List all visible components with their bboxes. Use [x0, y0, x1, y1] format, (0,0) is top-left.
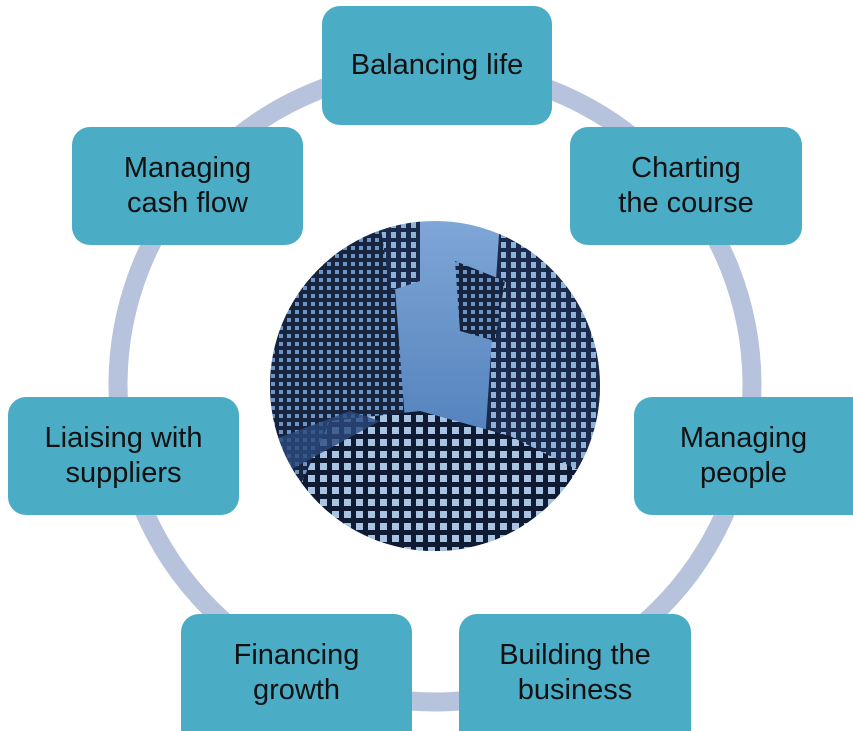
node-label-line: Managing	[679, 422, 808, 455]
node-label-line: business	[517, 673, 633, 706]
node-managing-people: Managing people	[634, 397, 853, 515]
node-label-line: growth	[252, 673, 341, 706]
node-label-line: people	[699, 457, 788, 489]
node-label-line: Managing	[123, 152, 252, 185]
node-managing-cash-flow: Managing cash flow	[72, 127, 303, 245]
center-skyscraper-image	[270, 221, 600, 551]
node-label-line: cash flow	[127, 187, 248, 219]
node-balancing-life: Balancing life	[322, 6, 552, 125]
node-label-line: Financing	[233, 638, 360, 671]
node-label-line: suppliers	[65, 457, 182, 489]
node-label-line: Liaising with	[44, 422, 203, 455]
node-financing-growth: Financing growth	[181, 614, 412, 731]
node-label-line: the course	[618, 187, 754, 219]
node-liaising-with-suppliers: Liaising with suppliers	[8, 397, 239, 515]
node-label-line: Building the	[499, 638, 651, 671]
node-label-line: Charting	[631, 152, 741, 185]
node-label-line: Balancing life	[350, 49, 524, 82]
node-building-the-business: Building the business	[459, 614, 691, 731]
node-charting-the-course: Charting the course	[570, 127, 802, 245]
